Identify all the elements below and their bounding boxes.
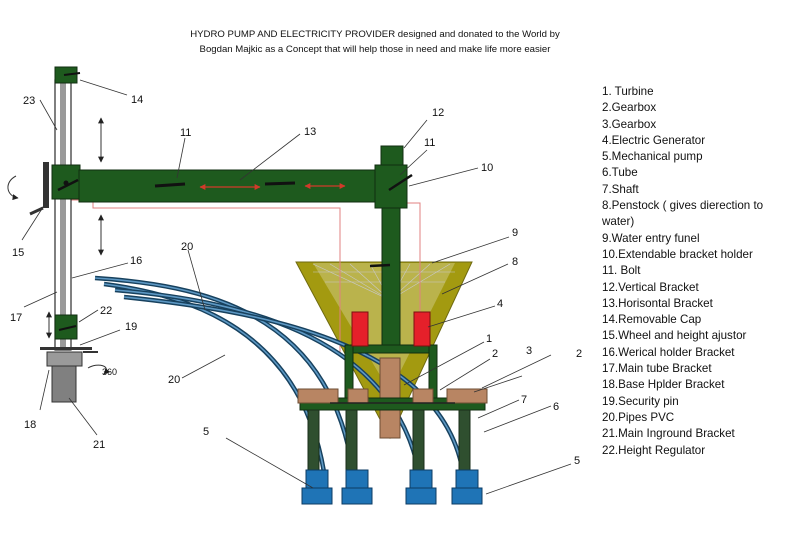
legend-item: 13.Horisontal Bracket: [602, 296, 713, 310]
callout-5b: 5: [574, 455, 580, 467]
legend-item: 19.Security pin: [602, 394, 679, 408]
callout-2b: 2: [576, 348, 582, 360]
callout-19: 19: [125, 321, 137, 333]
legend-item: 2.Gearbox: [602, 101, 657, 115]
legend-item: 16.Werical holder Bracket: [602, 345, 735, 359]
legend-item: 18.Base Hplder Bracket: [602, 378, 725, 392]
turbine-frame: [297, 311, 488, 439]
callout-5: 5: [203, 426, 209, 438]
callout-17: 17: [10, 312, 22, 324]
callout-10: 10: [481, 162, 493, 174]
callout-numbers: 23 14 11 13 12 11 10 15 20 16 17 22 19 2…: [10, 94, 582, 467]
callout-9: 9: [512, 227, 518, 239]
legend-item: 11. Bolt: [602, 264, 641, 278]
legend-item: 1. Turbine: [602, 85, 654, 98]
callout-14: 14: [131, 94, 143, 106]
legend-item: 21.Main Inground Bracket: [602, 427, 735, 441]
signal-wire: [405, 202, 421, 352]
legend-item: 4.Electric Generator: [602, 133, 706, 147]
callout-8: 8: [512, 256, 518, 268]
adjustment-arrows: [7, 117, 110, 375]
pump-legs: [301, 409, 483, 505]
parts-legend: 1. Turbine 2.Gearbox 3.Gearbox 4.Electri…: [602, 84, 798, 459]
callout-2: 2: [492, 348, 498, 360]
diagram-title: HYDRO PUMP AND ELECTRICITY PROVIDER desi…: [140, 27, 610, 57]
callout-12: 12: [432, 107, 444, 119]
pvc-pipes: [94, 275, 466, 473]
title-line-1: HYDRO PUMP AND ELECTRICITY PROVIDER desi…: [190, 29, 560, 40]
horizontal-bracket: [78, 169, 400, 203]
callout-1: 1: [486, 333, 492, 345]
callout-7: 7: [521, 394, 527, 406]
leader-lines: [21, 79, 572, 495]
legend-item: 9.Water entry funel: [602, 231, 700, 245]
legend-item: 5.Mechanical pump: [602, 150, 703, 164]
legend-item: 7.Shaft: [602, 182, 639, 196]
callout-18: 18: [24, 419, 36, 431]
legend-item: 20.Pipes PVC: [602, 410, 675, 424]
callout-20: 20: [181, 241, 193, 253]
legend-item: 22.Height Regulator: [602, 443, 706, 457]
generator-left: [351, 311, 369, 347]
vertical-bracket: [369, 145, 413, 349]
callout-3: 3: [526, 345, 532, 357]
legend-item: 15.Wheel and height ajustor: [602, 329, 747, 343]
callout-20b: 20: [168, 374, 180, 386]
rotation-label: 360: [102, 367, 117, 377]
callout-22: 22: [100, 305, 112, 317]
legend-item: 3.Gearbox: [602, 117, 657, 131]
callout-16: 16: [130, 255, 142, 267]
callout-23: 23: [23, 95, 35, 107]
title-line-2: Bogdan Majkic as a Concept that will hel…: [199, 44, 551, 55]
callout-4: 4: [497, 298, 503, 310]
generator-right: [413, 311, 431, 347]
vertical-holder-bracket: [29, 66, 98, 403]
legend-item: 8.Penstock ( gives dierection to water): [602, 199, 764, 229]
callout-21: 21: [93, 439, 105, 451]
legend-item: 17.Main tube Bracket: [602, 362, 712, 376]
legend-item: 14.Removable Cap: [602, 313, 702, 327]
callout-13: 13: [304, 126, 316, 138]
legend-item: 10.Extendable bracket holder: [602, 247, 753, 261]
callout-11b: 11: [424, 137, 435, 149]
legend-item: 12.Vertical Bracket: [602, 280, 699, 294]
callout-11: 11: [180, 127, 191, 139]
legend-item: 6.Tube: [602, 166, 638, 180]
callout-15: 15: [12, 247, 24, 259]
callout-6: 6: [553, 401, 559, 413]
